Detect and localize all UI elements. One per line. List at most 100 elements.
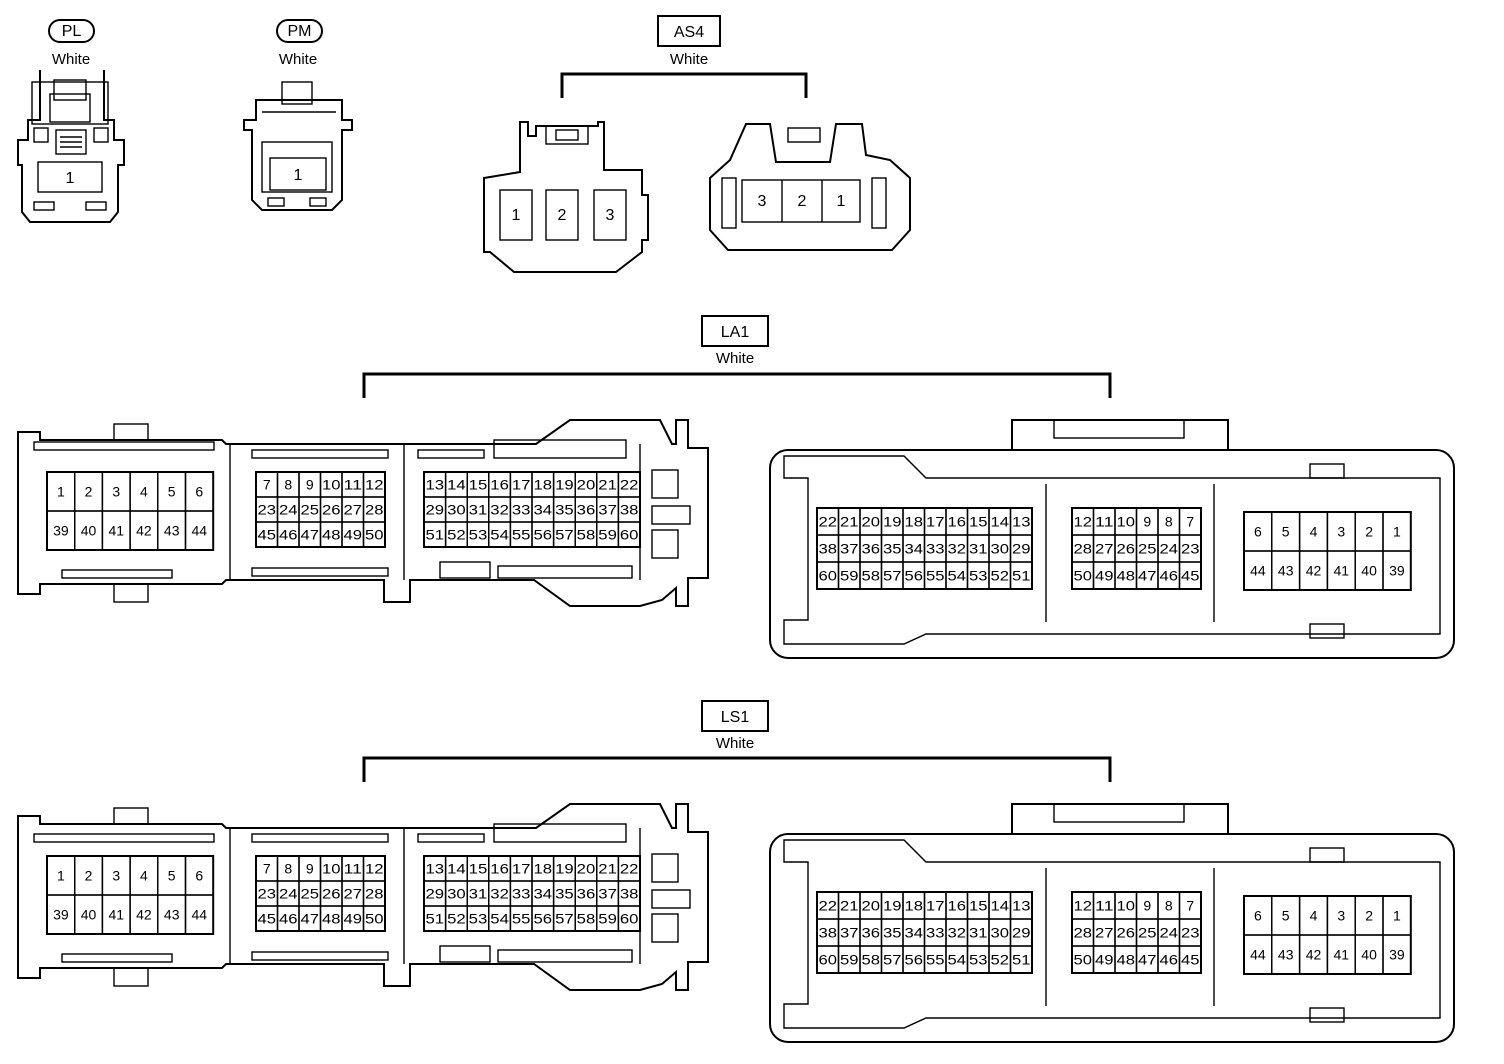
pin-number: 40: [1361, 947, 1377, 963]
pin-number: 20: [577, 861, 596, 877]
pin-number: 60: [620, 527, 639, 543]
connector-as4-code: AS4: [674, 24, 704, 41]
pin-number: 23: [258, 886, 277, 902]
pin-number: 60: [819, 568, 838, 584]
pin-number: 53: [969, 568, 988, 584]
pin-number: 60: [819, 952, 838, 968]
pin-number: 22: [620, 861, 639, 877]
pin-number: 23: [1181, 925, 1200, 941]
pin-number: 26: [322, 502, 341, 518]
pin-number: 52: [447, 911, 466, 927]
pin-number: 13: [426, 477, 445, 493]
connector-pl: PL White 1: [17, 19, 125, 223]
pin-number: 28: [1074, 925, 1093, 941]
pin-number: 14: [991, 898, 1010, 914]
connector-pl-pin: 1: [66, 170, 75, 187]
pin-number: 48: [322, 911, 341, 927]
pin-number: 10: [322, 477, 341, 493]
pin-number: 31: [969, 541, 988, 557]
pin-number: 17: [512, 477, 531, 493]
pin-number: 45: [258, 911, 277, 927]
pin-number: 14: [447, 477, 466, 493]
pin-number: 12: [1074, 898, 1093, 914]
pin-number: 54: [490, 911, 509, 927]
pin-number: 57: [555, 911, 574, 927]
pin-number: 9: [306, 477, 314, 493]
pin-number: 46: [1160, 952, 1179, 968]
as4-female-pin-1: 1: [837, 193, 846, 210]
pin-number: 48: [1117, 568, 1136, 584]
pin-number: 32: [948, 541, 967, 557]
pin-cell: [617, 905, 641, 932]
pin-number: 24: [1160, 925, 1179, 941]
pin-number: 5: [168, 484, 176, 500]
pin-number: 10: [1117, 514, 1136, 530]
pin-number: 40: [81, 523, 97, 539]
pin-number: 42: [1306, 563, 1322, 579]
pin-number: 41: [109, 907, 125, 923]
pin-number: 52: [991, 952, 1010, 968]
pin-number: 35: [555, 886, 574, 902]
pin-number: 29: [1012, 541, 1031, 557]
pin-number: 8: [284, 477, 292, 493]
pin-number: 6: [195, 484, 203, 500]
pin-number: 38: [819, 925, 838, 941]
pin-number: 37: [598, 502, 617, 518]
pin-number: 41: [1334, 947, 1350, 963]
pin-number: 34: [534, 502, 553, 518]
pin-number: 59: [840, 952, 859, 968]
as4-bracket: [560, 72, 808, 98]
pin-number: 2: [1365, 524, 1373, 540]
pin-number: 24: [279, 502, 298, 518]
pin-number: 2: [1365, 908, 1373, 924]
pin-number: 44: [1250, 563, 1266, 579]
pin-number: 13: [426, 861, 445, 877]
pin-number: 20: [862, 514, 881, 530]
pin-number: 55: [512, 527, 531, 543]
pin-number: 6: [195, 868, 203, 884]
pin-number: 24: [279, 886, 298, 902]
pin-number: 58: [577, 527, 596, 543]
pin-number: 32: [948, 925, 967, 941]
pin-number: 55: [926, 568, 945, 584]
pin-number: 33: [512, 886, 531, 902]
pin-cell: [1178, 561, 1202, 590]
pin-number: 21: [840, 898, 859, 914]
connector-ls1-color: White: [716, 735, 754, 752]
pin-number: 17: [512, 861, 531, 877]
pin-number: 30: [447, 886, 466, 902]
connector-pl-housing: 1: [17, 70, 125, 223]
pin-number: 29: [426, 886, 445, 902]
pin-number: 1: [57, 484, 65, 500]
pin-number: 51: [1012, 952, 1031, 968]
pin-number: 33: [926, 925, 945, 941]
pin-number: 57: [555, 527, 574, 543]
pin-number: 40: [81, 907, 97, 923]
pin-number: 37: [598, 886, 617, 902]
pin-number: 9: [1143, 514, 1151, 530]
pin-number: 19: [555, 477, 574, 493]
pin-number: 26: [322, 886, 341, 902]
pin-cell: [362, 905, 386, 932]
pin-number: 50: [1074, 952, 1093, 968]
pin-number: 26: [1117, 925, 1136, 941]
pin-number: 14: [991, 514, 1010, 530]
pin-number: 7: [263, 477, 271, 493]
pin-cell: [1382, 550, 1412, 591]
pin-number: 27: [1095, 541, 1114, 557]
pin-number: 31: [469, 502, 488, 518]
pin-number: 38: [620, 502, 639, 518]
pin-number: 25: [301, 502, 320, 518]
pin-number: 10: [1117, 898, 1136, 914]
pin-number: 28: [1074, 541, 1093, 557]
pin-number: 2: [85, 868, 93, 884]
as4-female-pin-3: 3: [758, 193, 767, 210]
pin-number: 28: [365, 886, 384, 902]
connector-as4: AS4 White 1 2 3 3 2 1: [483, 15, 911, 273]
pin-number: 25: [1138, 925, 1157, 941]
pin-number: 3: [112, 484, 120, 500]
pin-number: 21: [598, 861, 617, 877]
pin-number: 51: [426, 527, 445, 543]
